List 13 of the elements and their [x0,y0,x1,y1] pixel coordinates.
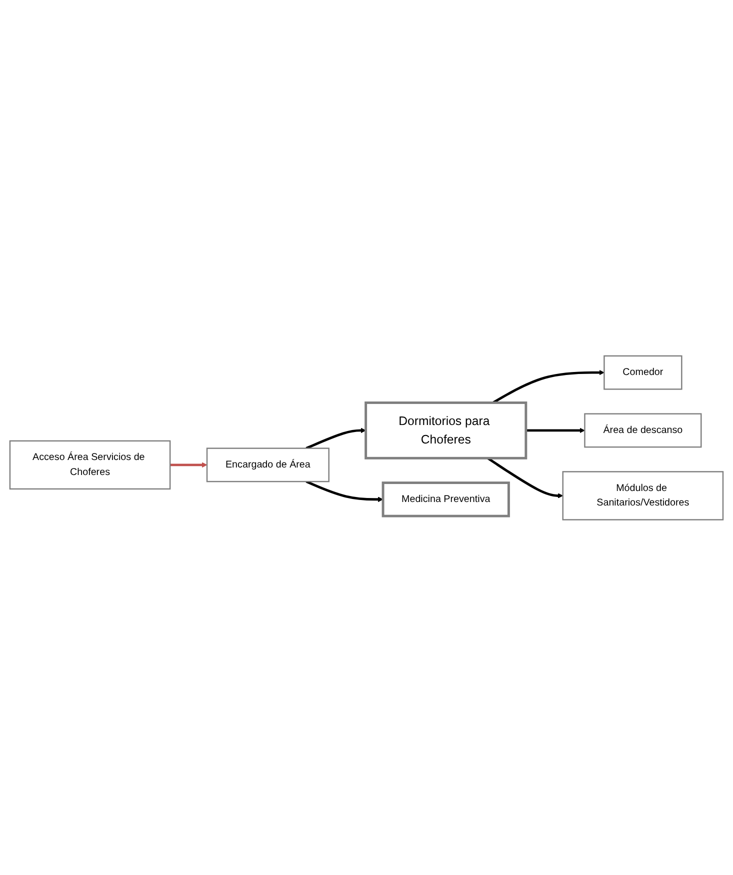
arrow [306,427,366,450]
node-box: Encargado de Área [206,447,330,482]
arrow [170,462,208,468]
node-box: Dormitorios para Choferes [364,401,528,460]
arrow [306,480,384,502]
node-box: Acceso Área Servicios de Choferes [9,440,171,490]
node-box: Área de descanso [584,412,702,448]
arrow [487,456,564,498]
node-box: Módulos de Sanitarios/Vestidores [562,470,724,520]
arrow [526,427,586,433]
arrow [492,370,604,404]
node-box: Medicina Preventiva [382,481,510,517]
node-box: Comedor [604,354,682,390]
